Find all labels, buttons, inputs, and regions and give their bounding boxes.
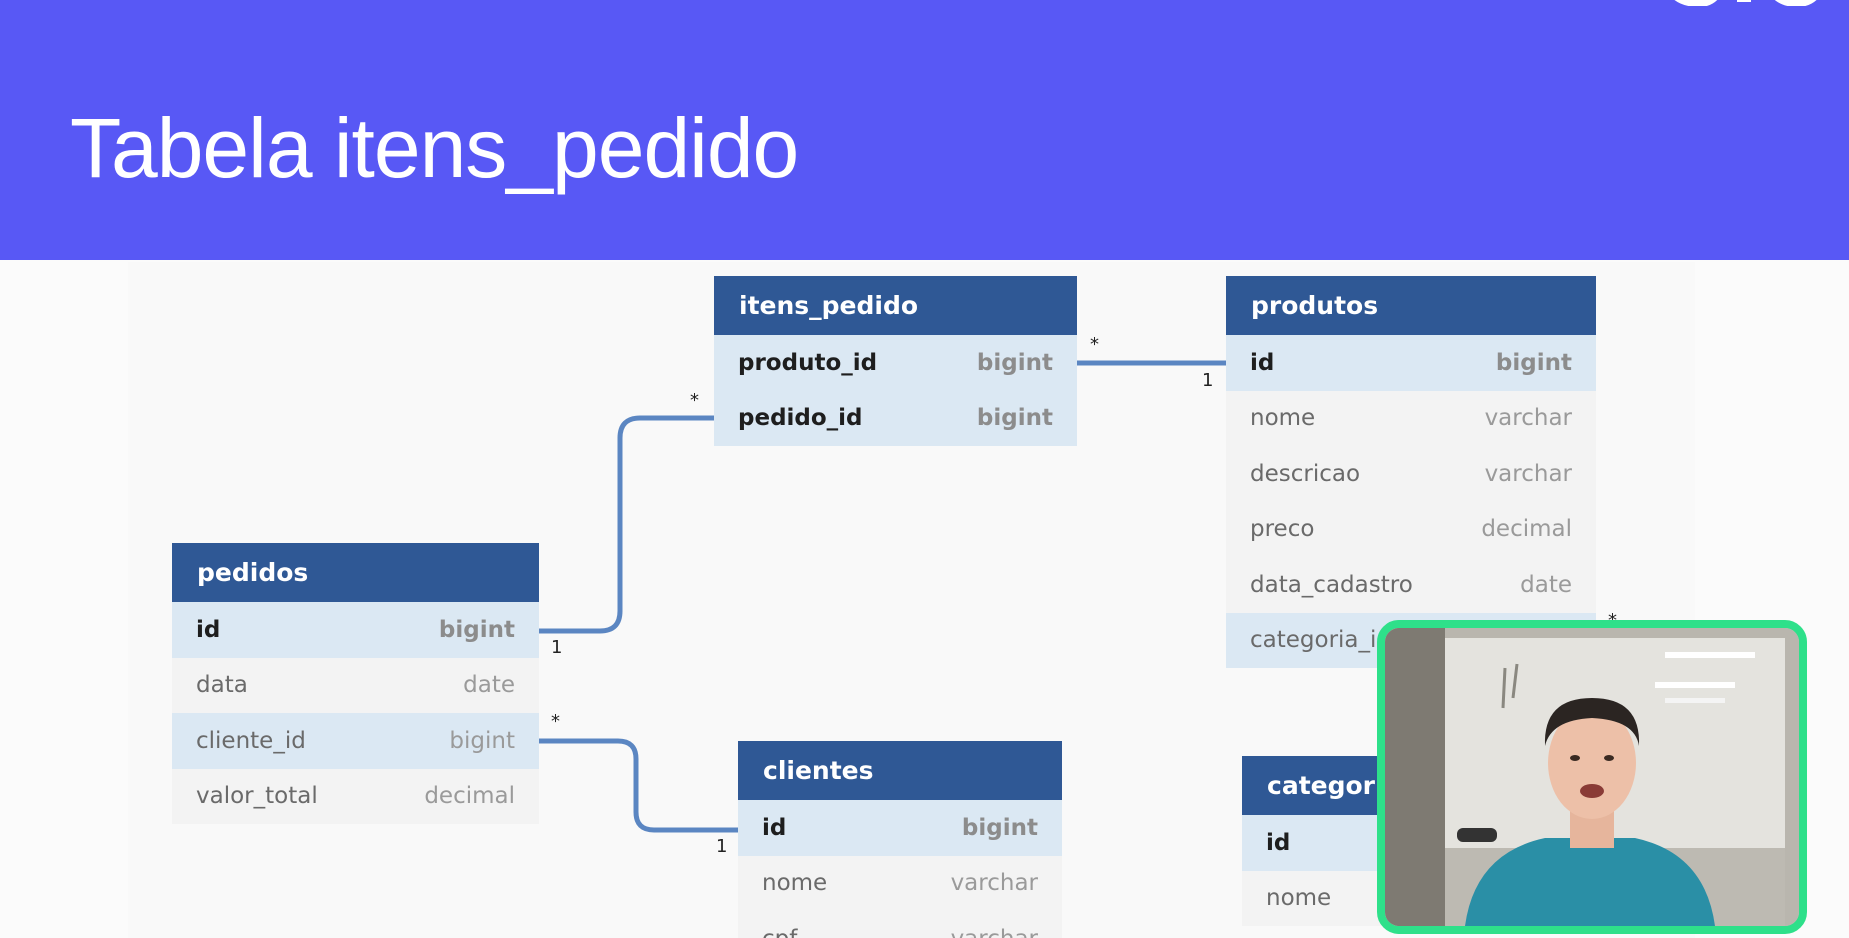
column-name: nome	[762, 870, 828, 897]
column-name: data_cadastro	[1250, 571, 1413, 598]
presenter-video-icon	[1385, 628, 1799, 926]
column-name: nome	[1266, 885, 1332, 912]
column-type: date	[463, 672, 515, 699]
column-name: id	[1250, 349, 1275, 376]
table-header: pedidos	[172, 543, 539, 602]
column-name: cpf	[762, 926, 797, 938]
column-row: nome varchar	[738, 855, 1062, 911]
column-type: decimal	[1481, 516, 1572, 543]
column-type: varchar	[951, 926, 1038, 938]
column-name: id	[762, 814, 787, 841]
table-header: clientes	[738, 741, 1062, 800]
cardinality-many-itens-produtos: *	[1090, 334, 1099, 355]
column-name: pedido_id	[738, 405, 863, 432]
table-header: itens_pedido	[714, 276, 1077, 335]
column-row: nome varchar	[1226, 390, 1596, 446]
column-name: cliente_id	[196, 727, 306, 754]
cardinality-one-itens-produtos: 1	[1202, 370, 1214, 391]
slide-title: Tabela itens_pedido	[70, 101, 799, 195]
cardinality-one-itens-pedidos: 1	[551, 637, 563, 658]
column-type: varchar	[1484, 460, 1572, 487]
table-header: produtos	[1226, 276, 1596, 335]
table-produtos[interactable]: produtos id bigint nome varchar descrica…	[1226, 276, 1596, 668]
brand-logo-icon	[1674, 0, 1817, 6]
column-name: valor_total	[196, 783, 318, 810]
column-name: produto_id	[738, 349, 878, 376]
column-row: cpf varchar	[738, 911, 1062, 938]
column-name: preco	[1250, 516, 1315, 543]
table-pedidos[interactable]: pedidos id bigint data date cliente_id b…	[172, 543, 539, 824]
column-row: data date	[172, 657, 539, 713]
column-row: cliente_id bigint	[172, 713, 539, 769]
column-row: descricao varchar	[1226, 446, 1596, 502]
cardinality-one-pedidos-clientes: 1	[716, 836, 728, 857]
column-row: pedido_id bigint	[714, 390, 1077, 446]
cardinality-many-itens-pedidos: *	[690, 390, 699, 411]
column-name: categoria_id	[1250, 627, 1392, 654]
column-row: data_cadastro date	[1226, 557, 1596, 613]
column-type: bigint	[1495, 349, 1572, 376]
column-name: descricao	[1250, 460, 1361, 487]
column-row: id bigint	[1226, 335, 1596, 391]
column-type: bigint	[976, 349, 1053, 376]
column-type: decimal	[424, 783, 515, 810]
column-row: valor_total decimal	[172, 768, 539, 824]
column-row: id bigint	[738, 800, 1062, 856]
slide-header: Tabela itens_pedido	[0, 0, 1849, 260]
presenter-video[interactable]	[1377, 620, 1807, 934]
cardinality-many-pedidos-clientes: *	[551, 711, 560, 732]
column-row: id bigint	[172, 602, 539, 658]
column-name: id	[1266, 829, 1291, 856]
column-type: varchar	[950, 870, 1038, 897]
column-type: bigint	[961, 814, 1038, 841]
table-clientes[interactable]: clientes id bigint nome varchar cpf varc…	[738, 741, 1062, 938]
column-name: nome	[1250, 405, 1316, 432]
column-type: bigint	[976, 405, 1053, 432]
column-row: preco decimal	[1226, 501, 1596, 557]
column-name: id	[196, 616, 221, 643]
column-row: produto_id bigint	[714, 335, 1077, 391]
table-itens-pedido[interactable]: itens_pedido produto_id bigint pedido_id…	[714, 276, 1077, 446]
column-type: date	[1520, 571, 1572, 598]
column-type: bigint	[438, 616, 515, 643]
column-type: bigint	[449, 727, 515, 754]
column-type: varchar	[1484, 405, 1572, 432]
column-name: data	[196, 672, 248, 699]
